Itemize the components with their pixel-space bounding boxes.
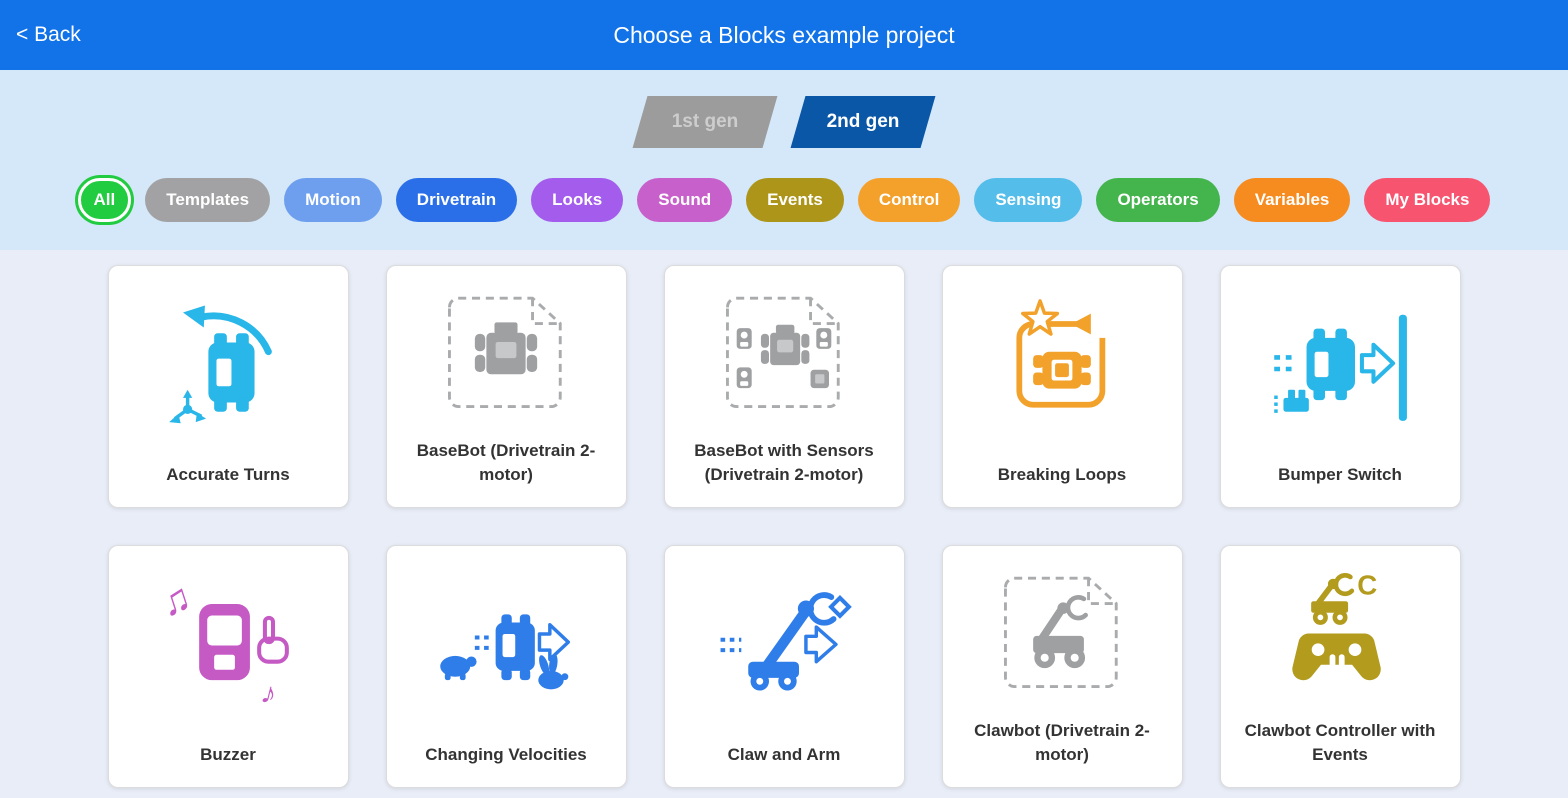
project-card-title: Accurate Turns bbox=[166, 465, 290, 485]
buzzer-icon: ♫ ♪ bbox=[109, 546, 348, 743]
claw-and-arm-icon bbox=[665, 546, 904, 743]
filter-sensing[interactable]: Sensing bbox=[974, 178, 1083, 222]
project-card-buzzer[interactable]: ♫ ♪ Buzzer bbox=[107, 545, 349, 788]
tab-1st-gen[interactable]: 1st gen bbox=[632, 96, 778, 148]
filter-my-blocks[interactable]: My Blocks bbox=[1364, 178, 1491, 222]
filter-drivetrain[interactable]: Drivetrain bbox=[395, 178, 518, 222]
project-card-title: BaseBot (Drivetrain 2-motor) bbox=[416, 441, 596, 485]
project-card-breaking-loops[interactable]: Breaking Loops bbox=[941, 265, 1183, 508]
project-card-title: Changing Velocities bbox=[425, 745, 587, 765]
project-card-title: Buzzer bbox=[200, 745, 256, 765]
filter-sound[interactable]: Sound bbox=[637, 178, 733, 222]
project-card-title: Clawbot Controller with Events bbox=[1244, 721, 1436, 765]
project-card-title: Clawbot (Drivetrain 2-motor) bbox=[974, 721, 1150, 765]
accurate-turns-icon bbox=[109, 266, 348, 463]
back-button[interactable]: < Back bbox=[0, 23, 81, 47]
top-bar: < Back Choose a Blocks example project bbox=[0, 0, 1568, 70]
svg-text:♫: ♫ bbox=[155, 574, 197, 625]
breaking-loops-icon bbox=[943, 266, 1182, 463]
project-card-clawbot[interactable]: Clawbot (Drivetrain 2-motor) bbox=[941, 545, 1183, 788]
project-card-title: Bumper Switch bbox=[1278, 465, 1402, 485]
page-title: Choose a Blocks example project bbox=[613, 21, 955, 48]
filter-looks[interactable]: Looks bbox=[531, 178, 624, 222]
category-filters: All Templates Motion Drivetrain Looks So… bbox=[0, 176, 1568, 224]
project-card-accurate-turns[interactable]: Accurate Turns bbox=[107, 265, 349, 508]
gen-tabs: 1st gen 2nd gen bbox=[0, 96, 1568, 148]
filter-variables[interactable]: Variables bbox=[1233, 178, 1351, 222]
clawbot-controller-icon: C bbox=[1221, 546, 1460, 719]
project-card-changing-velocities[interactable]: Changing Velocities bbox=[385, 545, 627, 788]
project-card-basebot-with-sensors[interactable]: BaseBot with Sensors (Drivetrain 2-motor… bbox=[663, 265, 905, 508]
svg-text:♪: ♪ bbox=[258, 676, 281, 712]
filter-motion[interactable]: Motion bbox=[284, 178, 382, 222]
clawbot-icon bbox=[943, 546, 1182, 719]
project-card-bumper-switch[interactable]: Bumper Switch bbox=[1219, 265, 1461, 508]
filter-all[interactable]: All bbox=[77, 178, 132, 222]
tab-label: 1st gen bbox=[671, 111, 739, 132]
basebot-with-sensors-icon bbox=[665, 266, 904, 439]
project-card-claw-and-arm[interactable]: Claw and Arm bbox=[663, 545, 905, 788]
tab-2nd-gen[interactable]: 2nd gen bbox=[790, 96, 936, 148]
filter-operators[interactable]: Operators bbox=[1096, 178, 1220, 222]
project-card-basebot[interactable]: BaseBot (Drivetrain 2-motor) bbox=[385, 265, 627, 508]
project-card-title: Claw and Arm bbox=[727, 745, 841, 765]
changing-velocities-icon bbox=[387, 546, 626, 743]
filter-control[interactable]: Control bbox=[857, 178, 961, 222]
tab-label: 2nd gen bbox=[826, 111, 900, 132]
basebot-icon bbox=[387, 266, 626, 439]
filter-section: 1st gen 2nd gen All Templates Motion Dri… bbox=[0, 70, 1568, 250]
project-card-title: Breaking Loops bbox=[997, 465, 1127, 485]
project-grid: Accurate Turns BaseBot (Drivetrain 2-mot… bbox=[0, 250, 1568, 788]
bumper-switch-icon bbox=[1221, 266, 1460, 463]
project-card-clawbot-controller[interactable]: C Clawbot Controller with Events bbox=[1219, 545, 1461, 788]
filter-templates[interactable]: Templates bbox=[145, 178, 271, 222]
filter-events[interactable]: Events bbox=[746, 178, 844, 222]
svg-text:C: C bbox=[1357, 569, 1377, 600]
project-card-title: BaseBot with Sensors (Drivetrain 2-motor… bbox=[694, 441, 874, 485]
